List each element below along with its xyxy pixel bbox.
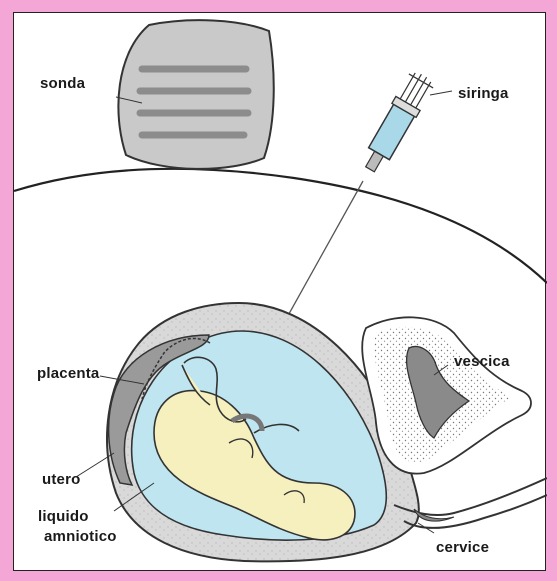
label-cervice: cervice [436,539,489,556]
abdomen-outline [14,169,547,283]
label-utero: utero [42,471,81,488]
ultrasound-probe-icon [118,20,273,169]
label-siringa: siringa [458,85,509,102]
label-placenta: placenta [37,365,99,382]
label-sonda: sonda [40,75,85,92]
label-amniotico: amniotico [44,528,117,545]
diagram-frame: sonda siringa vescica placenta utero liq… [13,12,546,571]
bladder [362,317,531,473]
label-vescica: vescica [454,353,510,370]
label-liquido: liquido [38,508,89,525]
